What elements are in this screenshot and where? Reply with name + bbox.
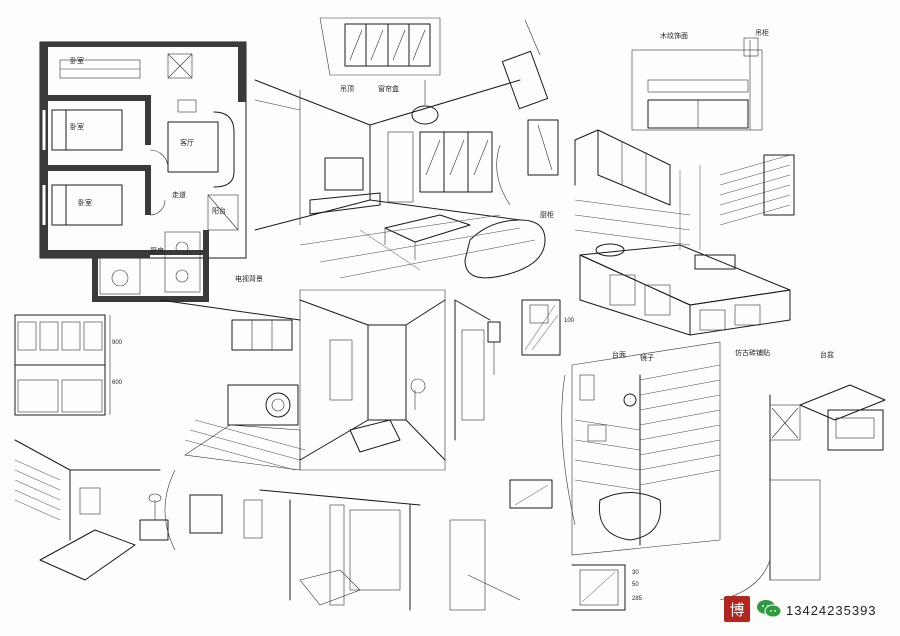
plan-label-balcony: 阳台: [212, 208, 226, 215]
dim-1: 900: [112, 340, 123, 346]
plan-label-bedroom-bottom: 卧室: [78, 200, 92, 207]
bath-note-mirror: 镜子: [640, 355, 654, 362]
step-section: [571, 564, 626, 611]
kitchen-note-cabinet: 厨柜: [540, 212, 554, 219]
bath-note-basin: 台盆: [820, 352, 834, 359]
plan-label-bedroom-mid: 卧室: [70, 124, 84, 131]
living-note-tv: 电视背景: [235, 276, 263, 283]
floor-plan: [39, 41, 247, 302]
cabinet-elevation: [14, 314, 111, 416]
plan-label-kitchen: 厨房: [150, 248, 164, 255]
dim-3: 100: [564, 318, 575, 324]
kitchen-sketch: [574, 37, 795, 336]
kitchen-note-top-b: 吊柜: [755, 30, 769, 37]
laundry-sketch: [159, 299, 306, 471]
wechat-icon: [757, 600, 782, 618]
detail-sections: [487, 299, 561, 375]
bathroom-sketch: [571, 341, 721, 556]
dim-6: 285: [632, 596, 643, 602]
bedroom-sketch: [14, 439, 169, 581]
kitchen-note-top-a: 木纹饰面: [660, 33, 688, 40]
study-sketch: [189, 479, 553, 611]
plan-label-corridor: 走道: [172, 192, 186, 199]
basin-detail: [769, 384, 886, 581]
connector-lines: [164, 374, 771, 601]
artist-seal: 博: [724, 596, 750, 622]
kitchen-note-sink: 台面: [612, 352, 626, 359]
plan-label-bedroom-top: 卧室: [70, 58, 84, 65]
living-note-ceiling: 吊顶: [340, 86, 354, 93]
dim-2: 600: [112, 380, 123, 386]
seal-character: 博: [729, 601, 745, 619]
contact-phone: 13424235393: [786, 603, 877, 618]
plan-label-living: 客厅: [180, 140, 194, 147]
living-room-sketch: [254, 17, 559, 279]
dim-5: 50: [632, 582, 639, 588]
corridor-sketch: [299, 289, 491, 471]
bath-note-tile: 仿古砖铺贴: [735, 350, 770, 357]
living-note-curtain: 窗帘盒: [378, 86, 399, 93]
dim-4: 30: [632, 570, 639, 576]
